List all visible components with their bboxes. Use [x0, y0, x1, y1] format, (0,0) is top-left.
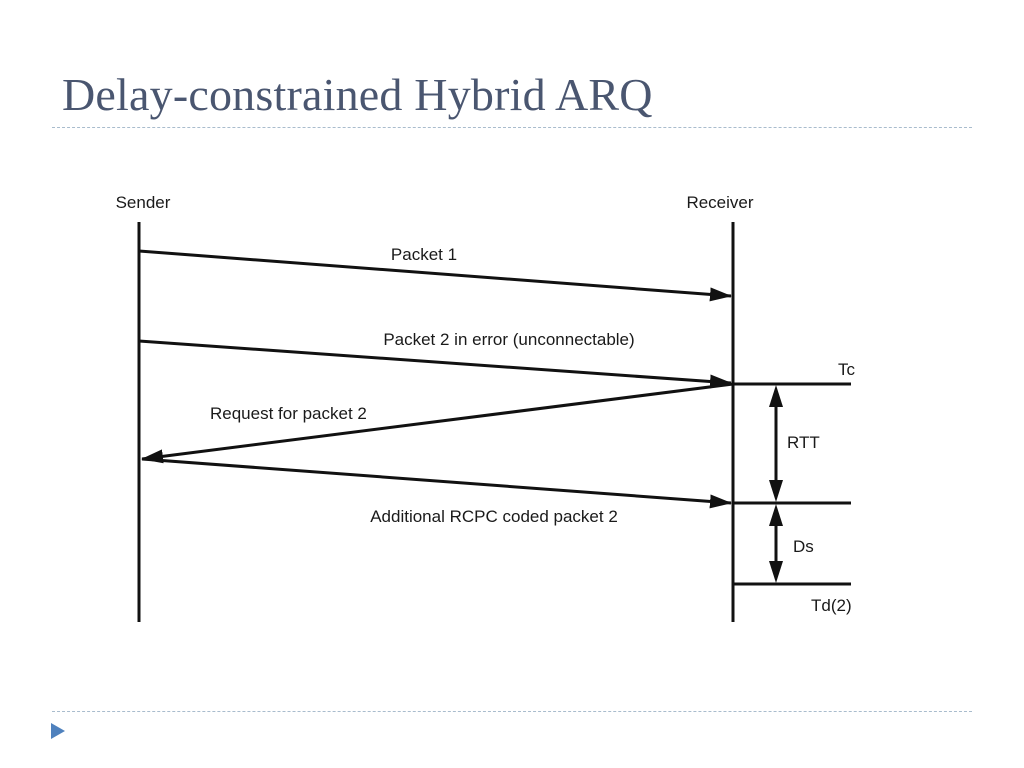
request-arrow: [141, 382, 734, 464]
packet1-label: Packet 1: [391, 245, 457, 264]
packet2-label: Packet 2 in error (unconnectable): [383, 330, 634, 349]
additional-packet-label: Additional RCPC coded packet 2: [370, 507, 618, 526]
triangle-bullet-icon: [51, 723, 65, 739]
td2-label: Td(2): [811, 596, 852, 615]
request-label: Request for packet 2: [210, 404, 367, 423]
title-divider: [52, 127, 972, 128]
ds-arrow-up: [769, 504, 783, 526]
packet2-arrow: [138, 339, 732, 389]
page-title: Delay-constrained Hybrid ARQ: [62, 69, 653, 120]
additional-packet-arrow: [141, 457, 732, 509]
tc-label: Tc: [838, 360, 856, 379]
ds-label: Ds: [793, 537, 814, 556]
rtt-arrow-down: [769, 480, 783, 502]
sender-label: Sender: [116, 193, 171, 212]
rtt-label: RTT: [787, 433, 820, 452]
receiver-label: Receiver: [686, 193, 753, 212]
footer-divider: [52, 711, 972, 712]
ds-arrow-down: [769, 561, 783, 583]
packet1-arrow: [138, 249, 732, 302]
rtt-arrow-up: [769, 385, 783, 407]
